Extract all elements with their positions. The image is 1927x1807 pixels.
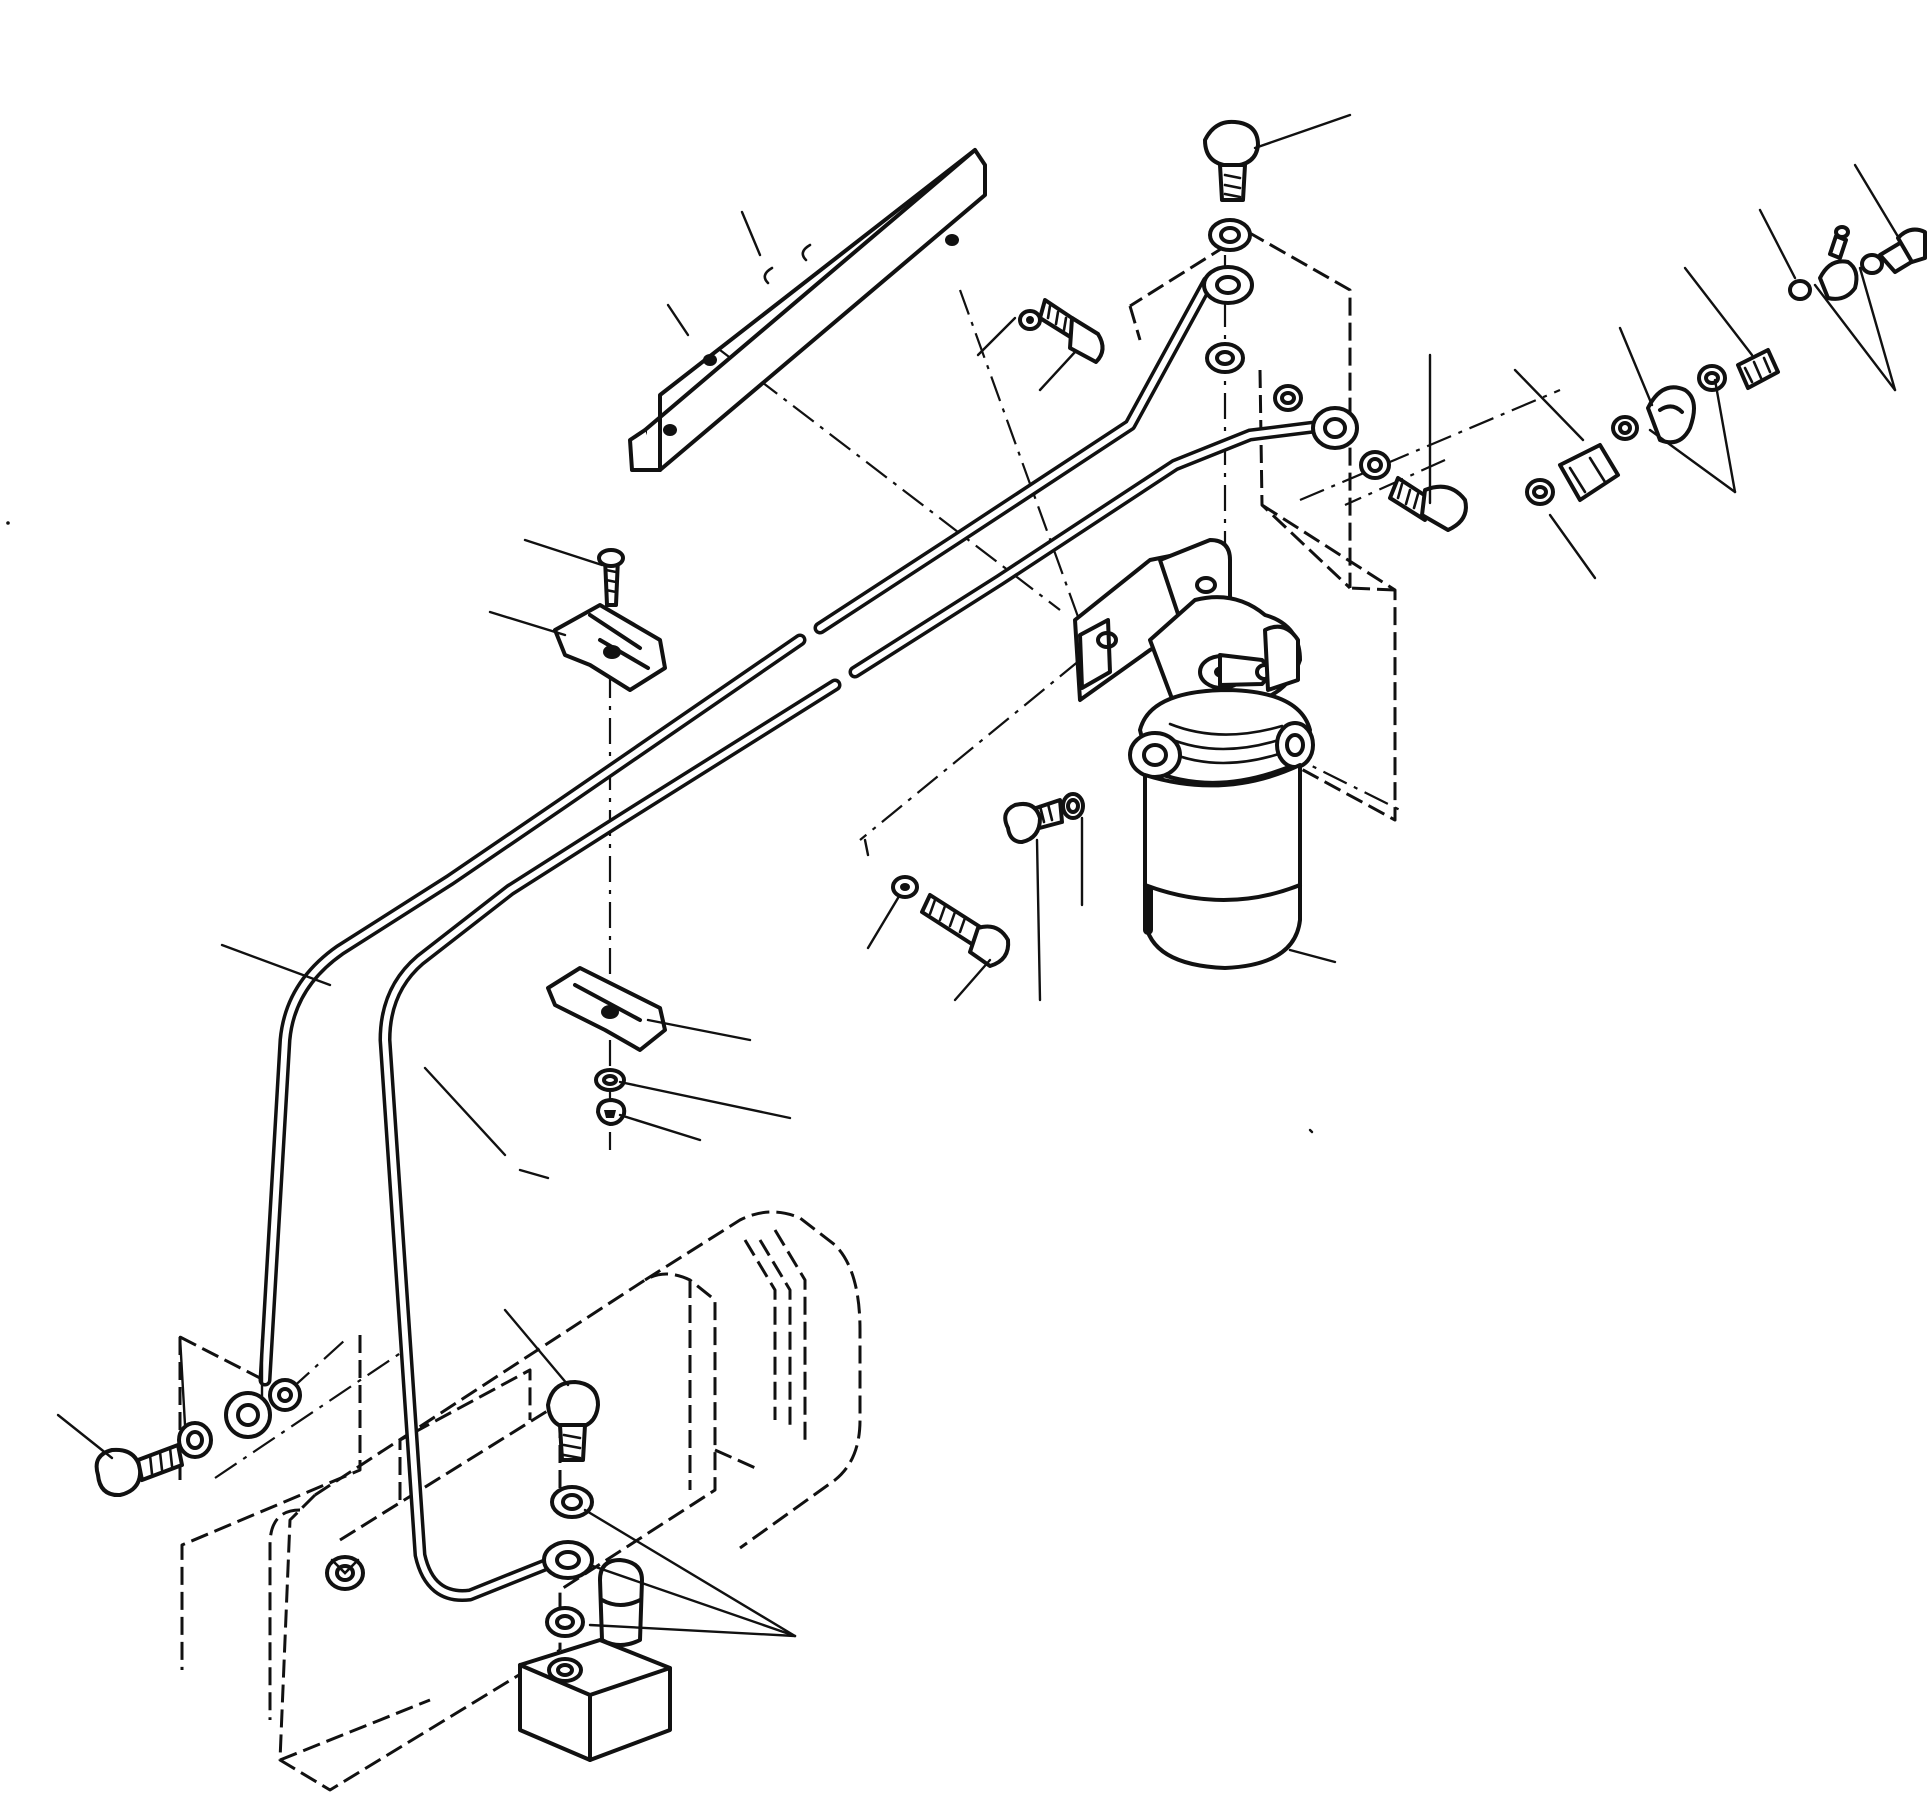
banjo-bolt-icon xyxy=(1203,119,1260,168)
stray-dot xyxy=(6,521,10,525)
side-banjo-assembly xyxy=(1273,384,1468,532)
filter-icon xyxy=(1143,763,1302,970)
filter-inlet-icon xyxy=(1128,731,1182,779)
bracket-hole-icon xyxy=(945,234,959,246)
rear-banjo-bolt-icon xyxy=(94,1447,143,1498)
banjo-fitting-icon xyxy=(1202,265,1254,305)
engine-port-icon xyxy=(325,1555,365,1591)
mounting-bracket xyxy=(628,148,987,472)
fuel-filter xyxy=(1073,538,1315,970)
fitting-icon xyxy=(1558,443,1620,502)
callout-leaders xyxy=(56,113,1902,1638)
air-bleed-fitting-chain xyxy=(1525,225,1927,506)
top-banjo-assembly xyxy=(1202,119,1260,374)
bracket-bolt-icon xyxy=(1018,298,1105,364)
phantom-outlines xyxy=(178,230,1397,1792)
filter-inlet-bolt-icon xyxy=(1003,792,1085,844)
centerlines xyxy=(214,255,1561,1479)
pump-block-icon xyxy=(518,1638,672,1762)
pump-banjo-bolt-icon xyxy=(546,1380,600,1430)
washer-icon xyxy=(1208,218,1252,252)
fuel-pipes xyxy=(258,275,1337,1602)
side-bolt-icon xyxy=(1420,484,1468,532)
lower-clamp-assembly xyxy=(546,966,667,1126)
pump-banjo-assembly xyxy=(518,1380,672,1762)
filter-mount-bolt-icon xyxy=(891,875,1011,968)
rear-banjo-assembly xyxy=(94,1378,302,1498)
clamp-washer-icon xyxy=(594,1068,626,1092)
upper-clamp-assembly xyxy=(553,548,667,692)
